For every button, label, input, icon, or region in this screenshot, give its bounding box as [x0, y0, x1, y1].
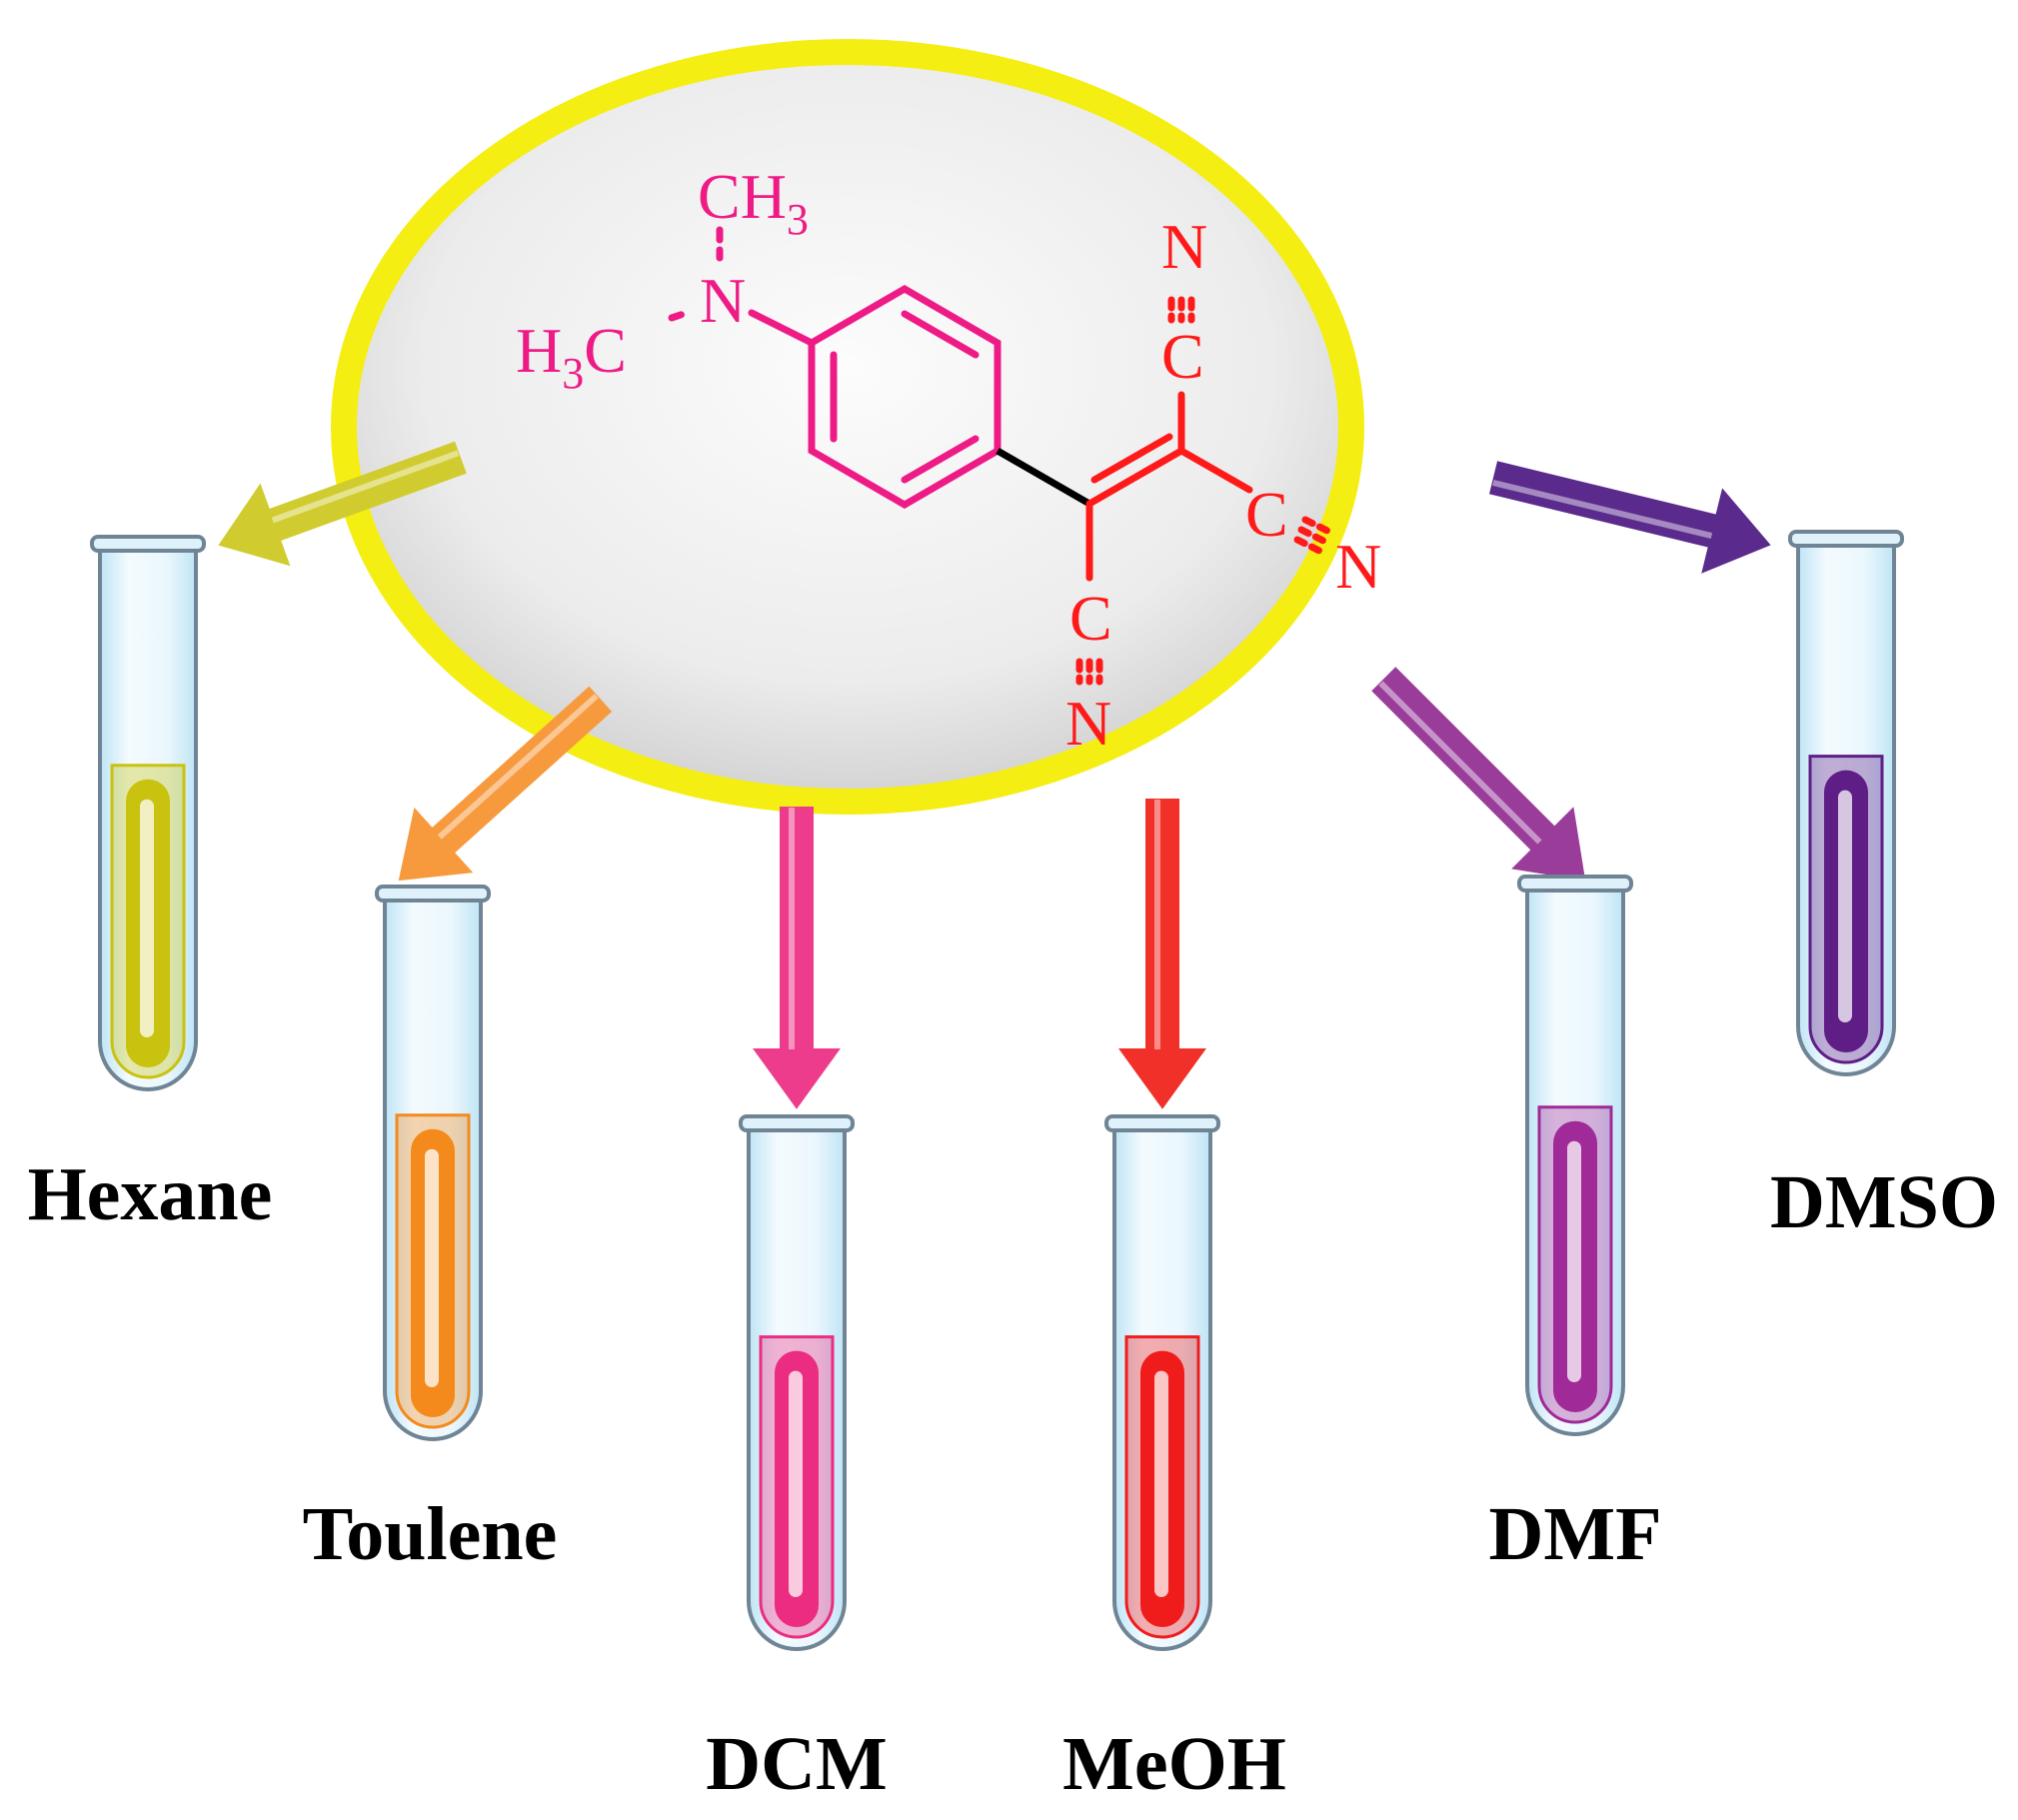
tube-shine-hexane: [140, 799, 154, 1037]
atom-labels: CH3 N H3C N C C N C N: [516, 161, 1381, 759]
nitrile-right-n-label: N: [1335, 531, 1381, 602]
arrow-toulene: [398, 686, 613, 882]
nitrile-right-c-label: C: [1245, 479, 1288, 550]
tube-rim-dcm: [739, 1114, 855, 1132]
tube-shine-dcm: [789, 1370, 803, 1597]
amine-n-label: N: [700, 265, 746, 336]
tube-rim-meoh: [1104, 1114, 1220, 1132]
arrow-highlight-dmso: [1492, 479, 1713, 540]
nitrile-bottom-n-label: N: [1065, 688, 1111, 759]
arrow-dcm: [753, 807, 841, 1109]
nitrile-bottom-c-label: C: [1069, 583, 1112, 654]
test-tube-dmf: [1517, 875, 1633, 1436]
label-hexane: Hexane: [28, 1152, 273, 1236]
arrow-dmf: [1371, 667, 1586, 882]
tube-rim-toulene: [375, 885, 491, 903]
test-tubes: [90, 530, 1904, 1651]
tube-shine-meoh: [1154, 1370, 1168, 1597]
arrow-highlight-toulene: [437, 694, 599, 840]
test-tube-hexane: [90, 535, 206, 1091]
tube-rim-dmf: [1517, 875, 1633, 893]
arrow-highlight-dmf: [1378, 681, 1542, 845]
arrow-highlight-hexane: [271, 450, 460, 524]
test-tube-toulene: [375, 885, 491, 1441]
tube-shine-dmf: [1567, 1140, 1581, 1382]
label-meoh: MeOH: [1062, 1722, 1286, 1806]
bridge-bond: [996, 447, 1091, 508]
arrow-dmso: [1488, 461, 1771, 574]
tube-shine-toulene: [425, 1148, 439, 1387]
phenyl-ring: [668, 226, 1002, 510]
arrow-hexane: [218, 441, 467, 567]
test-tube-meoh: [1104, 1114, 1220, 1651]
methyl-left-label: H3C: [516, 315, 627, 398]
solvent-arrows: [218, 441, 1771, 1109]
nitrile-top-c-label: C: [1161, 321, 1204, 392]
tube-rim-dmso: [1788, 530, 1904, 548]
test-tube-dcm: [739, 1114, 855, 1651]
label-dcm: DCM: [706, 1722, 888, 1806]
test-tube-dmso: [1788, 530, 1904, 1076]
label-dmso: DMSO: [1770, 1160, 1998, 1244]
tube-rim-hexane: [90, 535, 206, 553]
tube-shine-dmso: [1838, 790, 1852, 1022]
arrow-meoh: [1118, 799, 1206, 1109]
molecule-ring: [331, 39, 1364, 815]
label-dmf: DMF: [1488, 1492, 1661, 1576]
nitrile-top-n-label: N: [1161, 211, 1207, 282]
molecule-panel: CH3 N H3C N C C N C N: [331, 39, 1381, 815]
tricyanovinyl-group: [1075, 296, 1337, 686]
label-toulene: Toulene: [303, 1492, 558, 1576]
methyl-top-label: CH3: [698, 161, 809, 244]
